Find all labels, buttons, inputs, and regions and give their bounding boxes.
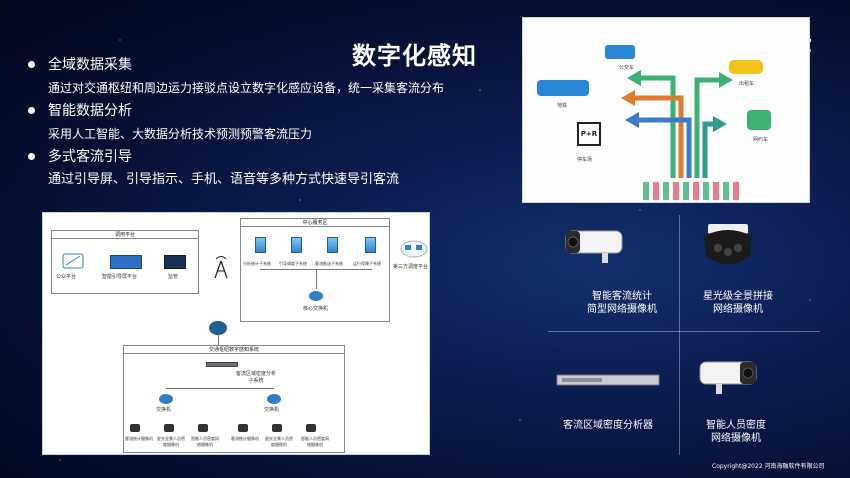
bullet-camera-icon	[699, 361, 757, 394]
server-icon	[255, 237, 266, 253]
server-icon	[291, 237, 302, 253]
car-icon	[747, 110, 771, 130]
camera-label: 智能人员密度网络摄像机	[191, 436, 219, 447]
bullet-list: 全域数据采集 通过对交通枢纽和周边运力接驳点设立数字化感应设备，统一采集客流分布…	[24, 56, 504, 194]
camera-icon	[272, 424, 282, 432]
cab-label: 网约车	[753, 137, 769, 143]
connector-line	[218, 335, 219, 345]
monitor-icon	[164, 255, 186, 269]
screen-icon	[110, 255, 142, 269]
bottom-box: 交通枢纽数字感知系统 客流区域密度分析子系统 交换机 交换机 客流统计摄像机 星…	[123, 345, 345, 453]
bullet-heading: 多式客流引导	[48, 149, 132, 165]
dome-camera-icon	[704, 224, 752, 264]
train-icon	[537, 80, 589, 96]
copyright: Copyright@2022 河南海融软件有限公司	[712, 463, 825, 470]
bullet-item: 多式客流引导 通过引导屏、引导指示、手机、语音等多种方式快速导引客流	[24, 148, 504, 188]
analyzer-label: 客流区域密度分析子系统	[236, 371, 277, 384]
grid-divider	[679, 215, 680, 455]
bullet-dot-icon	[28, 107, 35, 114]
analyzer-icon	[206, 362, 238, 367]
platform-label: 公众平台	[56, 274, 77, 280]
device-label: 智能客流统计简型网络摄像机	[587, 291, 657, 315]
camera-label: 星光全景人员密度摄像机	[265, 436, 293, 447]
camera-icon	[130, 424, 140, 432]
parking-label: 停车场	[577, 157, 593, 163]
switch-icon	[267, 394, 281, 404]
page-title: 数字化感知	[352, 42, 477, 70]
cloud-label: 第三方调度平台	[393, 264, 429, 270]
bullet-heading: 智能数据分析	[48, 103, 132, 119]
device-label: 智能人员密度网络摄像机	[706, 420, 766, 444]
transport-illustration: 公交车 出租车 地铁 网约车 P+R 停车场	[522, 17, 810, 203]
bus-label: 公交车	[619, 65, 635, 71]
server-label: 分析统计子系统	[243, 261, 271, 266]
platform-box-title: 调用平台	[52, 231, 198, 239]
direction-arrows	[621, 70, 733, 178]
camera-label: 客流统计摄像机	[231, 436, 259, 441]
connector-line	[316, 269, 317, 289]
bottom-box-title: 交通枢纽数字感知系统	[124, 346, 344, 354]
switch-label: 交换机	[264, 407, 280, 413]
uplink-router-icon	[209, 321, 227, 335]
camera-label: 星光全景人员密度摄像机	[157, 436, 185, 447]
server-label: 运行保障子系统	[353, 261, 381, 266]
taxi-icon	[729, 60, 763, 74]
device-label: 客流区域密度分析器	[563, 420, 653, 431]
connector-line	[166, 388, 274, 389]
camera-icon	[164, 424, 174, 432]
switch-label: 核心交换机	[303, 306, 329, 312]
crowd-icon	[643, 182, 743, 200]
parking-icon: P+R	[577, 122, 601, 146]
cloud-icon	[400, 240, 428, 258]
server-label: 引导调度子系统	[279, 261, 307, 266]
switch-icon	[159, 394, 173, 404]
center-box: 中心服务区 分析统计子系统 引导调度子系统 客流推送子系统 运行保障子系统 核心…	[240, 218, 390, 322]
architecture-diagram: 调用平台 公众平台 智能引导屏平台 监管 中心服务区 分析统计子系统 引导调度子…	[42, 212, 430, 455]
switch-icon	[309, 291, 323, 301]
platform-label: 监管	[168, 274, 179, 280]
bus-icon	[605, 45, 635, 59]
switch-label: 交换机	[156, 407, 172, 413]
rack-server-icon	[556, 374, 660, 386]
server-icon	[365, 237, 376, 253]
bullet-desc: 通过引导屏、引导指示、手机、语音等多种方式快速导引客流	[48, 172, 400, 187]
camera-icon	[198, 424, 208, 432]
bullet-dot-icon	[28, 61, 35, 68]
bullet-heading: 全域数据采集	[48, 57, 132, 73]
camera-label: 智能人员密度网络摄像机	[301, 436, 329, 447]
camera-icon	[306, 424, 316, 432]
server-icon	[327, 237, 338, 253]
server-label: 客流推送子系统	[315, 261, 343, 266]
bullet-desc: 通过对交通枢纽和周边运力接驳点设立数字化感应设备，统一采集客流分布	[48, 81, 445, 95]
taxi-label: 出租车	[739, 81, 755, 87]
device-label: 星光级全景拼接网络摄像机	[703, 291, 773, 315]
bullet-camera-icon	[565, 230, 623, 263]
center-box-title: 中心服务区	[241, 219, 389, 227]
bullet-desc: 采用人工智能、大数据分析技术预测预警客流压力	[48, 127, 313, 141]
platform-box: 调用平台 公众平台 智能引导屏平台 监管	[51, 230, 199, 294]
camera-label: 客流统计摄像机	[125, 436, 153, 441]
bullet-item: 全域数据采集 通过对交通枢纽和周边运力接驳点设立数字化感应设备，统一采集客流分布	[24, 56, 504, 96]
camera-icon	[238, 424, 248, 432]
antenna-icon	[214, 256, 228, 279]
train-label: 地铁	[557, 103, 568, 109]
grid-divider	[548, 331, 820, 332]
phone-icon	[62, 253, 84, 269]
platform-label: 智能引导屏平台	[102, 274, 138, 280]
bullet-item: 智能数据分析 采用人工智能、大数据分析技术预测预警客流压力	[24, 102, 504, 142]
bullet-dot-icon	[28, 153, 35, 160]
